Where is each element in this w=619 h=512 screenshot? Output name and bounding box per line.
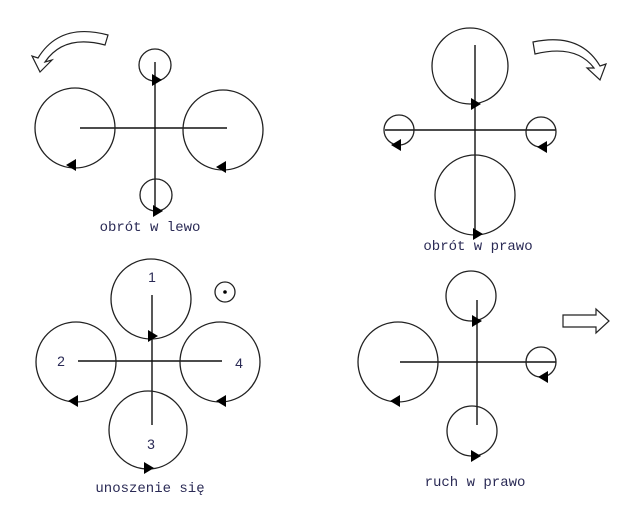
arrowhead-icon [537, 141, 547, 153]
rotor-bottom [446, 405, 498, 457]
arrowhead-icon [152, 74, 162, 86]
arrowhead-icon [216, 161, 226, 173]
panel-move-right: ruch w prawo [357, 270, 610, 491]
rotor-top [445, 270, 497, 322]
arrowhead-icon [148, 330, 158, 342]
panel-rotate-left: obrót w lewo [30, 31, 264, 236]
upward-direction-dot [223, 290, 227, 294]
rotor-number-3: 3 [147, 436, 155, 452]
rotor-number-1: 1 [148, 269, 156, 285]
rotor-right [525, 116, 557, 148]
arrowhead-icon [471, 98, 481, 110]
arrowhead-icon [473, 228, 483, 240]
arrowhead-icon [538, 371, 548, 383]
rotor-number-4: 4 [235, 355, 243, 371]
arrowhead-icon [66, 159, 76, 171]
caption-rotate-left: obrót w lewo [100, 220, 201, 236]
rotate-right-arrow-icon [532, 39, 608, 82]
rotor-4 [179, 321, 261, 403]
upward-direction-icon [214, 281, 236, 303]
arrowhead-icon [391, 139, 401, 151]
arrowhead-icon [216, 395, 226, 407]
arrowhead-icon [472, 315, 482, 327]
caption-hover: unoszenie się [95, 481, 204, 497]
rotor-top [431, 27, 509, 105]
arrowhead-icon [153, 205, 163, 217]
rotor-bottom [139, 178, 173, 212]
arrowhead-icon [471, 450, 481, 462]
arrowhead-icon [144, 462, 154, 474]
rotor-3 [108, 390, 188, 470]
rotor-number-2: 2 [57, 353, 65, 369]
rotor-right [182, 89, 264, 171]
caption-move-right: ruch w prawo [425, 475, 526, 491]
panel-rotate-right: obrót w prawo [383, 27, 608, 255]
rotate-left-arrow-icon [30, 31, 109, 74]
move-right-arrow-icon [562, 307, 610, 335]
panel-hover: 1 2 3 4 unoszenie się [35, 258, 261, 497]
caption-rotate-right: obrót w prawo [423, 239, 532, 255]
rotor-2 [35, 321, 117, 403]
arrowhead-icon [68, 395, 78, 407]
arrowhead-icon [390, 395, 400, 407]
